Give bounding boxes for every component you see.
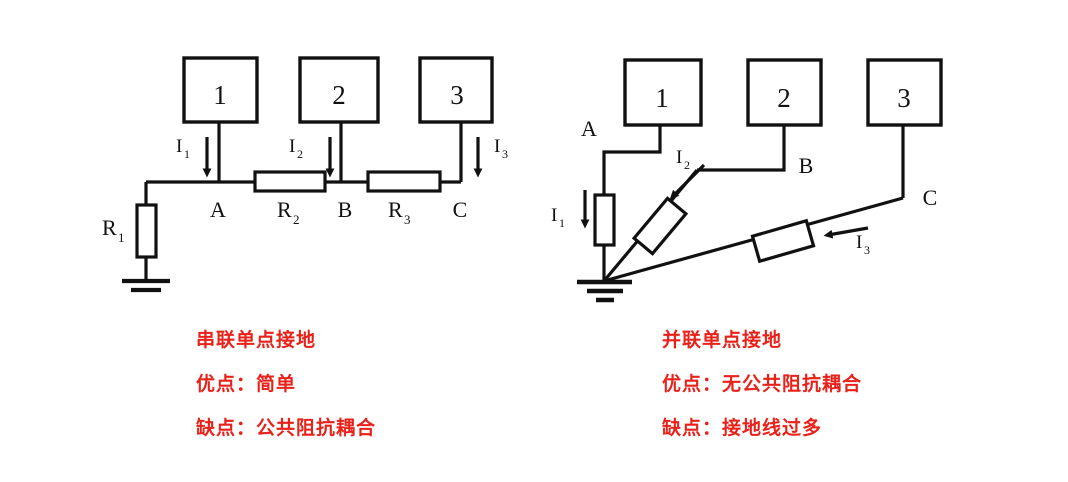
right-current-label-i1: I 1: [551, 205, 565, 230]
right-wire-block1-branch: [602, 125, 662, 195]
right-block-2-label: 2: [777, 83, 791, 113]
left-block-1: 1: [182, 56, 259, 124]
left-current-label-i2: I 2: [289, 136, 303, 161]
left-caption: 串联单点接地 优点：简单 缺点：公共阻抗耦合: [196, 318, 376, 450]
left-current-label-i3: I 3: [494, 136, 508, 161]
left-ground-symbol: [122, 278, 170, 293]
right-circuit: 1 2 3: [551, 58, 943, 303]
right-caption: 并联单点接地 优点：无公共阻抗耦合 缺点：接地线过多: [662, 318, 862, 450]
svg-text:I: I: [676, 147, 682, 168]
right-node-label-b: B: [799, 153, 814, 178]
left-current-label-i1: I 1: [176, 136, 190, 161]
svg-text:I: I: [176, 136, 182, 157]
right-node-label-c: C: [923, 185, 938, 210]
left-node-label-b: B: [338, 197, 353, 222]
right-current-arrow-i2: [669, 163, 706, 200]
svg-text:R: R: [388, 197, 403, 222]
right-current-label-i2: I 2: [676, 147, 690, 172]
left-caption-con: 缺点：公共阻抗耦合: [196, 417, 377, 439]
svg-text:1: 1: [184, 147, 190, 161]
left-block-3-label: 3: [450, 80, 464, 110]
left-block-2-label: 2: [332, 80, 346, 110]
left-node-label-c: C: [453, 197, 468, 222]
left-node-label-a: A: [210, 197, 226, 222]
svg-text:I: I: [551, 205, 557, 226]
svg-text:I: I: [289, 136, 295, 157]
left-resistor-r2: [253, 170, 327, 193]
left-circuit: 1 2 3: [102, 56, 508, 293]
right-wire-block2-branch: [697, 125, 786, 172]
svg-text:R: R: [102, 215, 117, 240]
right-block-1-label: 1: [655, 83, 669, 113]
left-resistor-label-r2: R 2: [277, 197, 300, 227]
svg-text:2: 2: [684, 158, 690, 172]
svg-text:1: 1: [118, 230, 125, 245]
svg-text:2: 2: [297, 147, 303, 161]
right-current-arrow-i3: [823, 226, 869, 239]
right-block-3-label: 3: [897, 83, 911, 113]
svg-text:3: 3: [404, 212, 411, 227]
left-resistor-label-r1: R 1: [102, 215, 125, 245]
right-block-3: 3: [866, 58, 943, 127]
right-caption-pro: 优点：无公共阻抗耦合: [662, 373, 863, 395]
right-caption-title: 并联单点接地: [662, 329, 783, 351]
right-caption-con: 缺点：接地线过多: [662, 417, 823, 439]
left-resistor-label-r3: R 3: [388, 197, 411, 227]
svg-text:I: I: [856, 232, 862, 253]
right-resistor-branch3: [750, 218, 816, 264]
right-block-2: 2: [746, 58, 823, 127]
svg-text:3: 3: [864, 243, 870, 257]
left-block-1-label: 1: [213, 80, 227, 110]
right-current-label-i3: I 3: [856, 232, 870, 257]
right-block-1: 1: [623, 58, 703, 127]
svg-text:1: 1: [559, 216, 565, 230]
right-ground-symbol: [577, 279, 632, 303]
right-node-label-a: A: [581, 116, 597, 141]
left-resistor-r1: [135, 203, 158, 259]
svg-text:R: R: [277, 197, 292, 222]
svg-text:I: I: [494, 136, 500, 157]
svg-text:2: 2: [293, 212, 300, 227]
svg-text:3: 3: [502, 147, 508, 161]
right-resistor-branch1: [593, 193, 616, 247]
left-block-2: 2: [298, 56, 380, 124]
left-caption-pro: 优点：简单: [196, 373, 297, 395]
left-caption-title: 串联单点接地: [196, 329, 317, 351]
right-resistor-branch2: [631, 196, 689, 256]
left-block-3: 3: [418, 56, 494, 124]
left-resistor-r3: [366, 170, 442, 193]
